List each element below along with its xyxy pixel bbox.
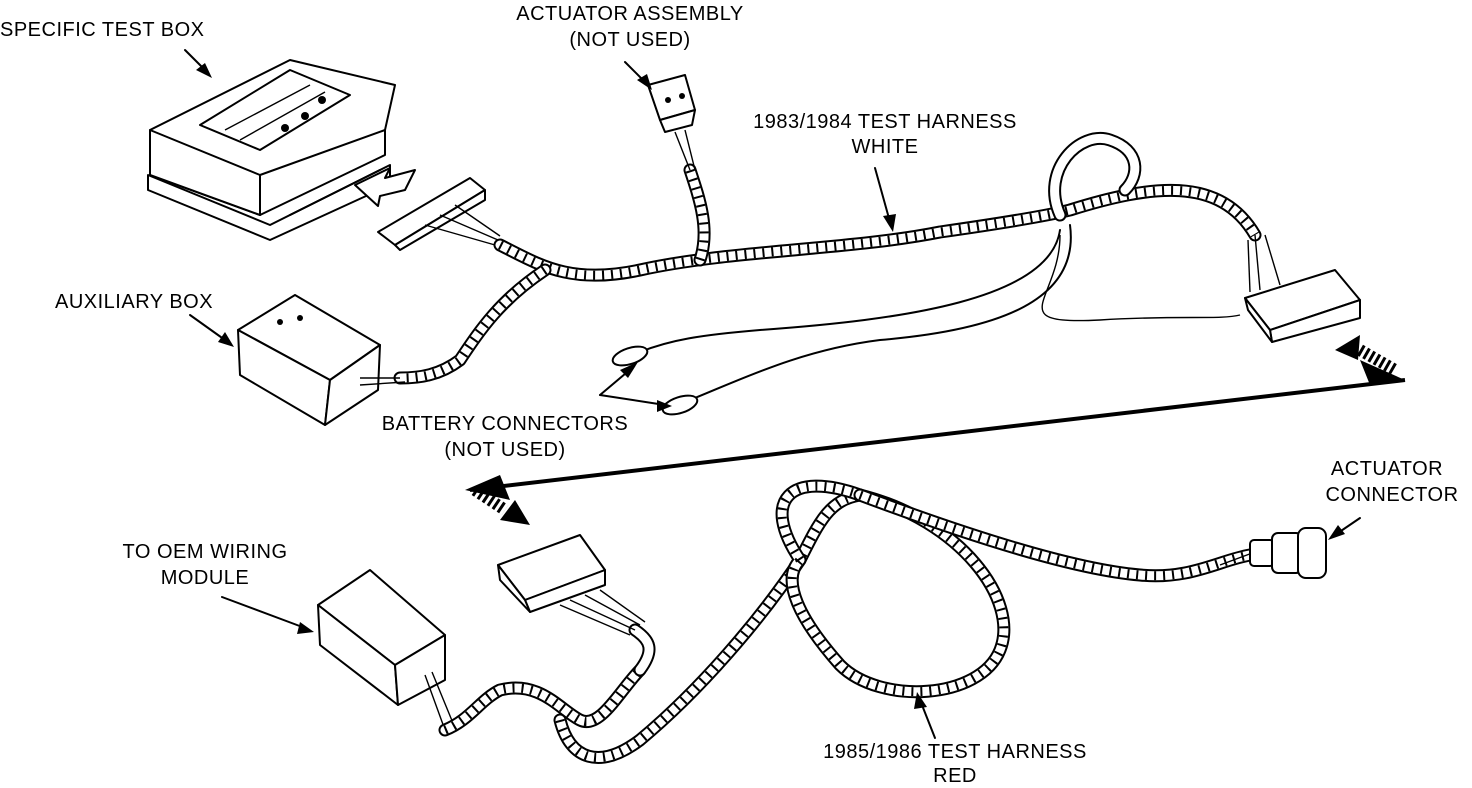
label-actuator-assembly-note: (NOT USED): [569, 29, 691, 51]
leader-lines: [184, 49, 1361, 739]
label-actuator-assembly: ACTUATOR ASSEMBLY: [516, 3, 744, 25]
label-oem-module-line1: TO OEM WIRING: [122, 541, 288, 563]
label-harness-1985-color: RED: [933, 765, 977, 787]
plug-in-arrow: [354, 167, 416, 207]
specific-test-box: [147, 59, 396, 241]
harness-1983-end-connector: [1244, 234, 1361, 343]
label-actuator-connector-line1: ACTUATOR: [1330, 458, 1444, 480]
connection-divider: [465, 335, 1406, 525]
harness-1985-red: [438, 479, 1257, 764]
battery-clips: [611, 345, 699, 416]
label-battery-connectors: BATTERY CONNECTORS: [381, 413, 629, 435]
label-auxiliary-box: AUXILIARY BOX: [55, 291, 214, 313]
label-harness-1985-title: 1985/1986 TEST HARNESS: [823, 741, 1087, 763]
harness-1983-white: [393, 132, 1262, 401]
harness-1985-module-connector: [497, 534, 646, 636]
actuator-assembly-plug: [647, 74, 696, 171]
oem-wiring-module: [317, 569, 456, 731]
label-specific-test-box: SPECIFIC TEST BOX: [0, 19, 205, 41]
actuator-connector: [1219, 527, 1327, 579]
label-battery-connectors-note: (NOT USED): [444, 439, 566, 461]
label-harness-1983-title: 1983/1984 TEST HARNESS: [753, 111, 1017, 133]
label-actuator-connector-line2: CONNECTOR: [1325, 484, 1459, 506]
harness-1983-box-connector: [377, 177, 501, 251]
auxiliary-box: [237, 294, 406, 426]
label-harness-1983-color: WHITE: [851, 136, 919, 158]
label-oem-module-line2: MODULE: [160, 567, 250, 589]
